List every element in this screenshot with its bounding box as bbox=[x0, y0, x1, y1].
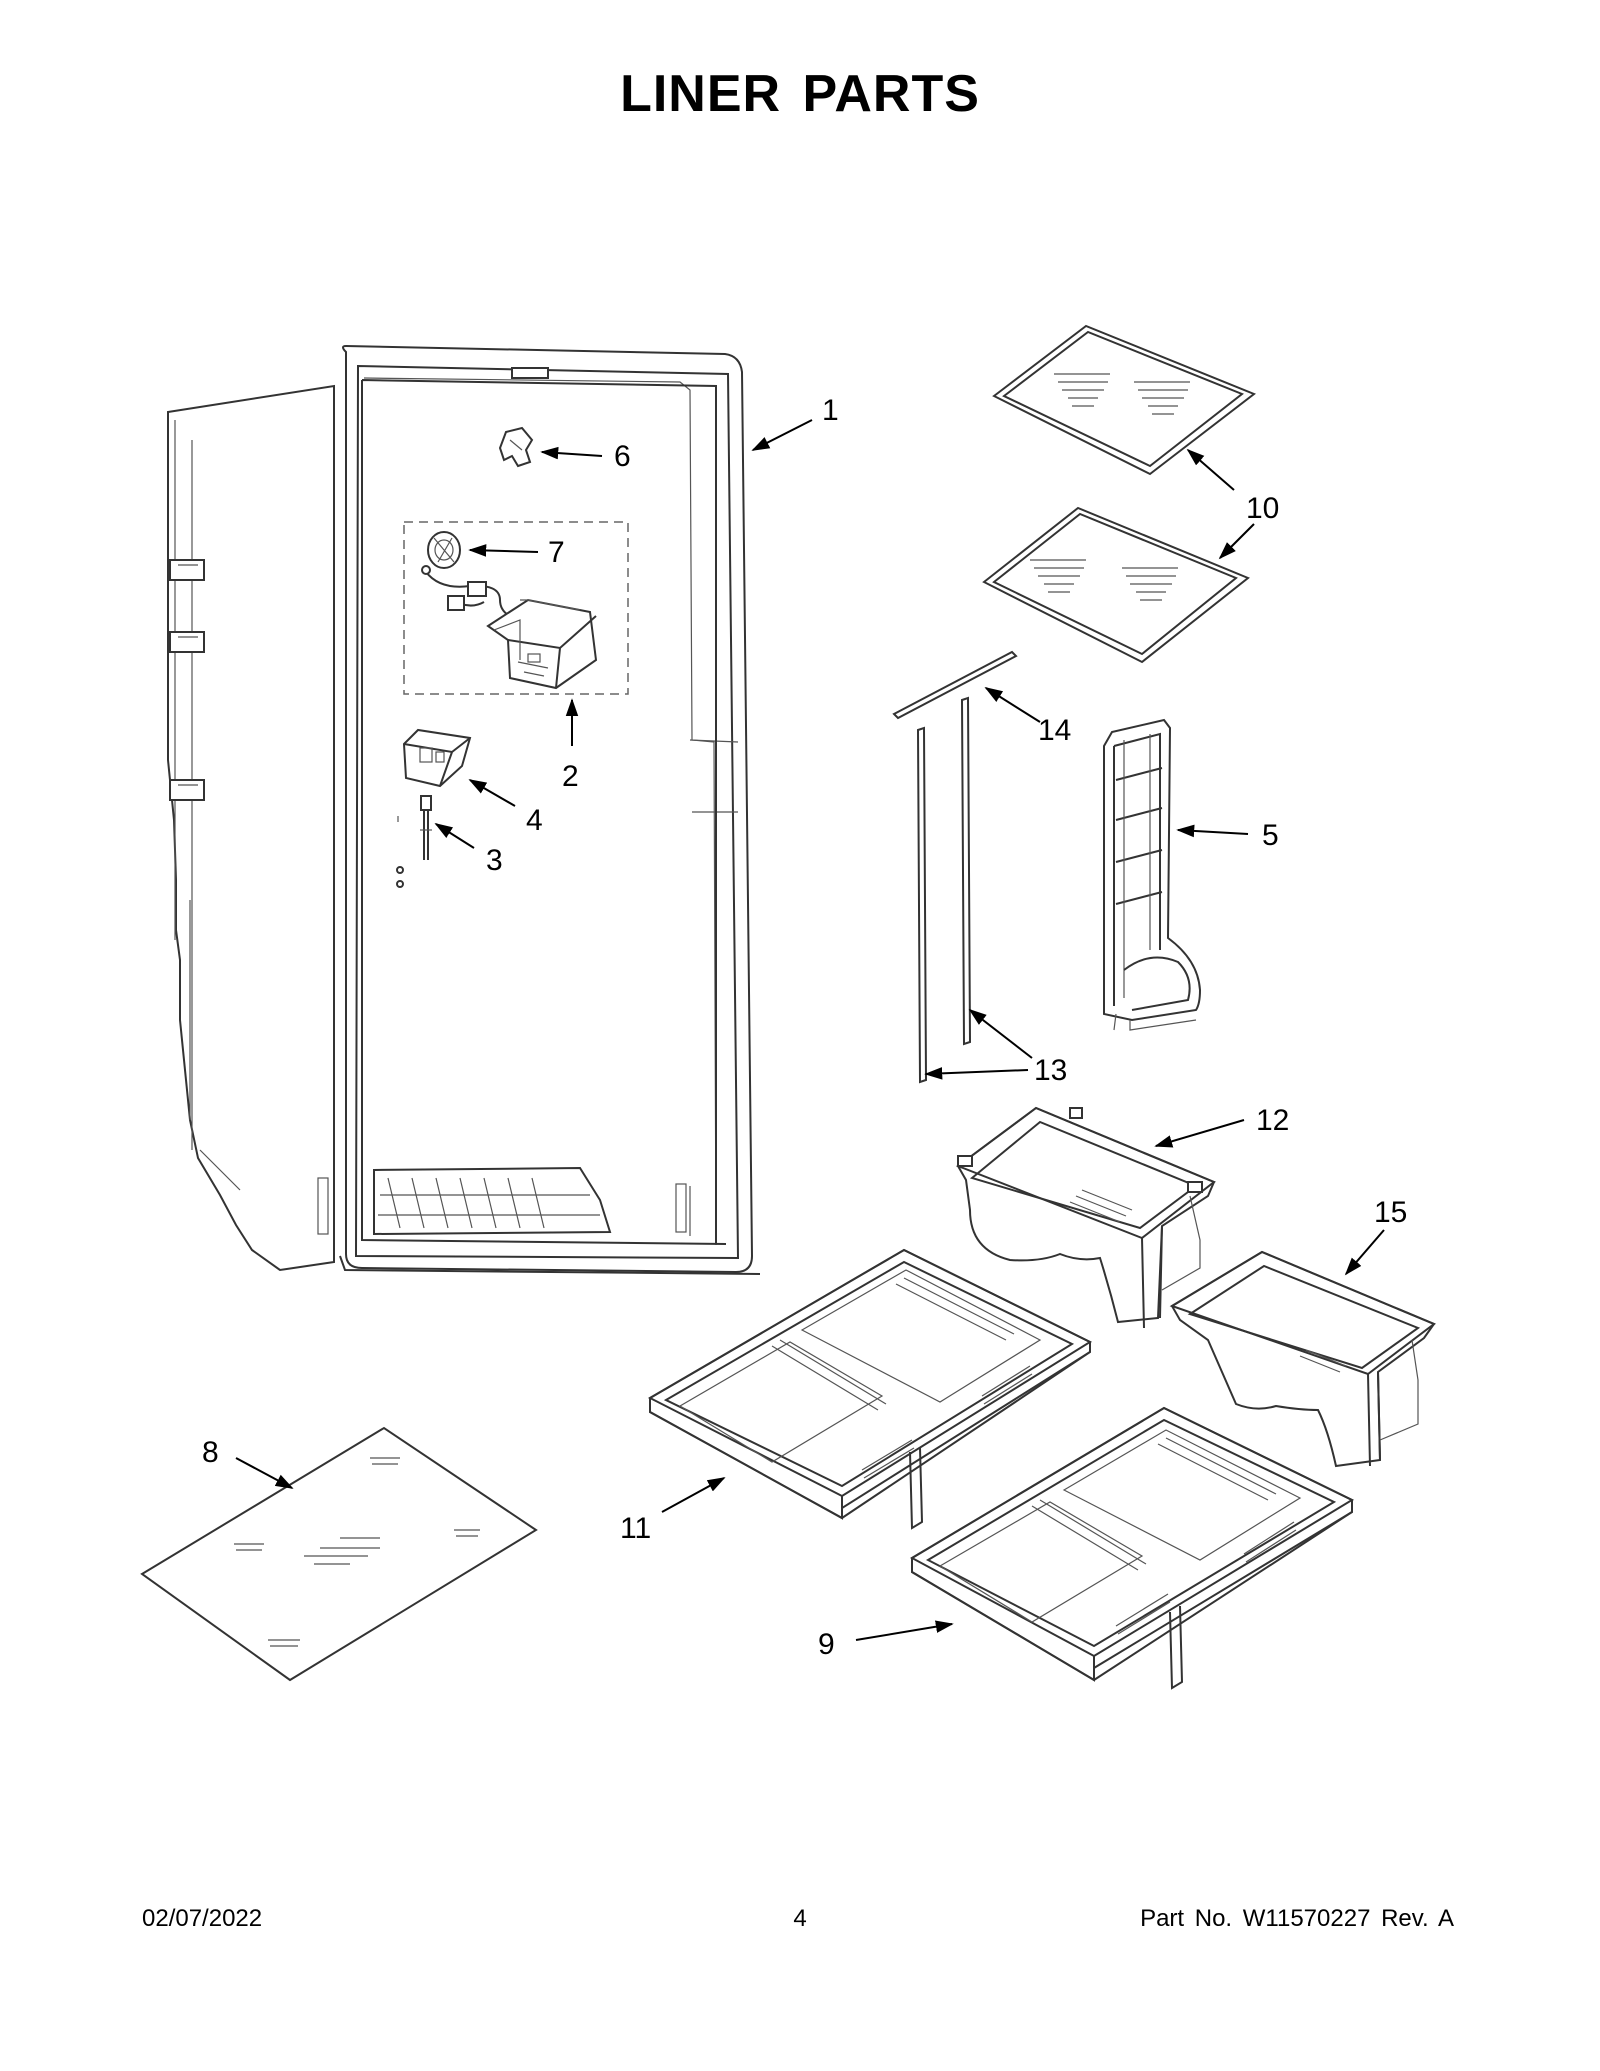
bracket-part-4 bbox=[402, 728, 472, 788]
callout-3: 3 bbox=[486, 844, 503, 877]
literature-sheet-part-8 bbox=[140, 1426, 538, 1682]
page-title: LINER PARTS bbox=[620, 65, 980, 123]
callout-8: 8 bbox=[202, 1436, 219, 1469]
callout-labels: 1 6 7 2 4 3 10 14 5 13 12 15 8 11 9 bbox=[202, 394, 1407, 1661]
thermostat-part-7 bbox=[427, 531, 461, 569]
callout-2: 2 bbox=[562, 760, 579, 793]
callout-13: 13 bbox=[1034, 1054, 1067, 1087]
glass-shelf-part-10-lower bbox=[982, 506, 1250, 664]
callout-4: 4 bbox=[526, 804, 543, 837]
side-rack-part-5 bbox=[1103, 718, 1202, 1031]
shelf-frame-part-11 bbox=[647, 1248, 1093, 1530]
callout-15: 15 bbox=[1374, 1196, 1407, 1229]
liner-part-1 bbox=[167, 344, 761, 1275]
callout-12: 12 bbox=[1256, 1104, 1289, 1137]
control-assembly-part-2 bbox=[403, 521, 629, 695]
callout-5: 5 bbox=[1262, 819, 1279, 852]
leader-lines bbox=[235, 419, 1385, 1641]
trim-strip-part-14 bbox=[892, 650, 1018, 720]
callout-10: 10 bbox=[1246, 492, 1279, 525]
callout-7: 7 bbox=[548, 536, 565, 569]
basket-part-12 bbox=[955, 1106, 1216, 1329]
trim-strips-part-13 bbox=[916, 696, 972, 1084]
callout-6: 6 bbox=[614, 440, 631, 473]
callout-1: 1 bbox=[822, 394, 839, 427]
shelf-frame-part-9 bbox=[909, 1406, 1355, 1690]
footer-page-number: 4 bbox=[793, 1905, 807, 1932]
basket-part-15 bbox=[1169, 1250, 1436, 1468]
clip-part-6 bbox=[498, 426, 534, 468]
footer-part-number: Part No. W11570227 Rev. A bbox=[1140, 1905, 1454, 1932]
glass-shelf-part-10-upper bbox=[992, 324, 1256, 476]
sensor-part-3 bbox=[396, 795, 432, 888]
liner-bottom-grille bbox=[317, 1166, 691, 1236]
callout-14: 14 bbox=[1038, 714, 1071, 747]
callout-9: 9 bbox=[818, 1628, 835, 1661]
footer-date: 02/07/2022 bbox=[142, 1905, 263, 1932]
callout-11: 11 bbox=[620, 1512, 651, 1545]
